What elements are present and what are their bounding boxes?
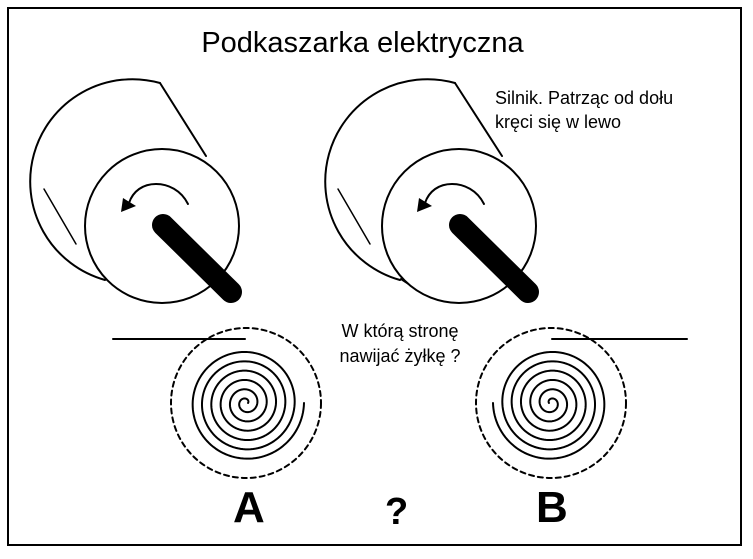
spool-outline-a <box>170 327 322 479</box>
winding-question-line-2: nawijać żyłkę ? <box>339 346 461 366</box>
option-a-label: A <box>233 483 265 532</box>
rotation-arrow-icon-left <box>121 183 189 212</box>
spool-spiral-icon-b <box>492 350 606 460</box>
shaft-icon-right <box>449 214 539 303</box>
question-mark-label: ? <box>385 491 409 533</box>
winding-question: W którą stronę nawijać żyłkę ? <box>308 319 492 369</box>
motor-note: Silnik. Patrząc od dołu kręci się w lewo <box>495 86 673 134</box>
spool-spiral-icon-a <box>191 350 305 460</box>
motor-note-line-1: Silnik. Patrząc od dołu <box>495 88 674 108</box>
rotation-arrow-icon-right <box>417 183 485 212</box>
shaft-icon-left <box>152 214 242 303</box>
motor-note-line-2: kręci się w lewo <box>495 112 622 132</box>
winding-question-line-1: W którą stronę <box>341 321 459 341</box>
spool-outline-b <box>475 327 627 479</box>
option-b-label: B <box>536 483 568 532</box>
diagram-title: Podkaszarka elektryczna <box>201 27 524 59</box>
